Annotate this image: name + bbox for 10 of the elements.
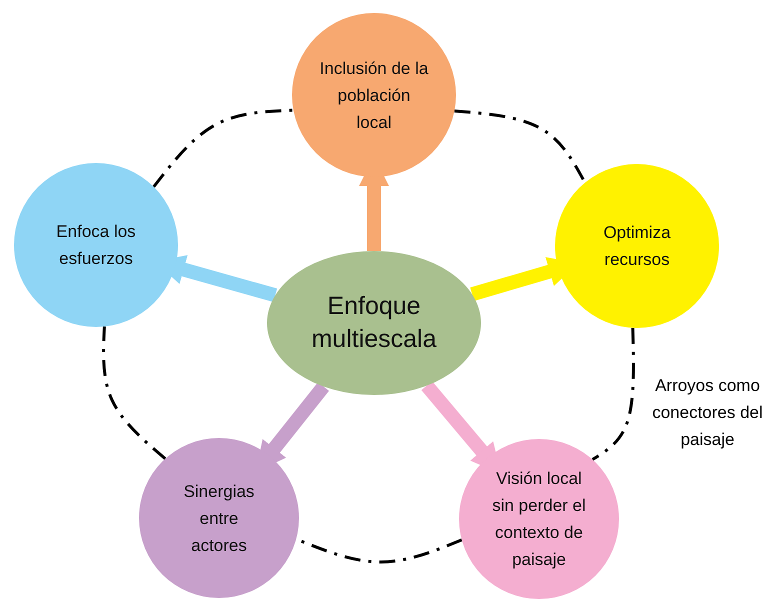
dash-dot-connector — [102, 326, 166, 460]
node-text: Sinergias entre actores — [182, 480, 256, 556]
node-text: Optimiza recursos — [602, 222, 672, 271]
node-text: Visión local sin perder el contexto de paisaje — [491, 468, 587, 571]
annotation-text: Arroyos como conectores del paisaje — [651, 375, 764, 451]
center-title: Enfoque multiescala — [310, 291, 438, 355]
dash-dot-connector — [592, 328, 635, 461]
node-text: Enfoca los esfuerzos — [55, 221, 137, 270]
dash-dot-connector — [152, 108, 294, 188]
node-text: Inclusión de la población local — [318, 58, 430, 134]
